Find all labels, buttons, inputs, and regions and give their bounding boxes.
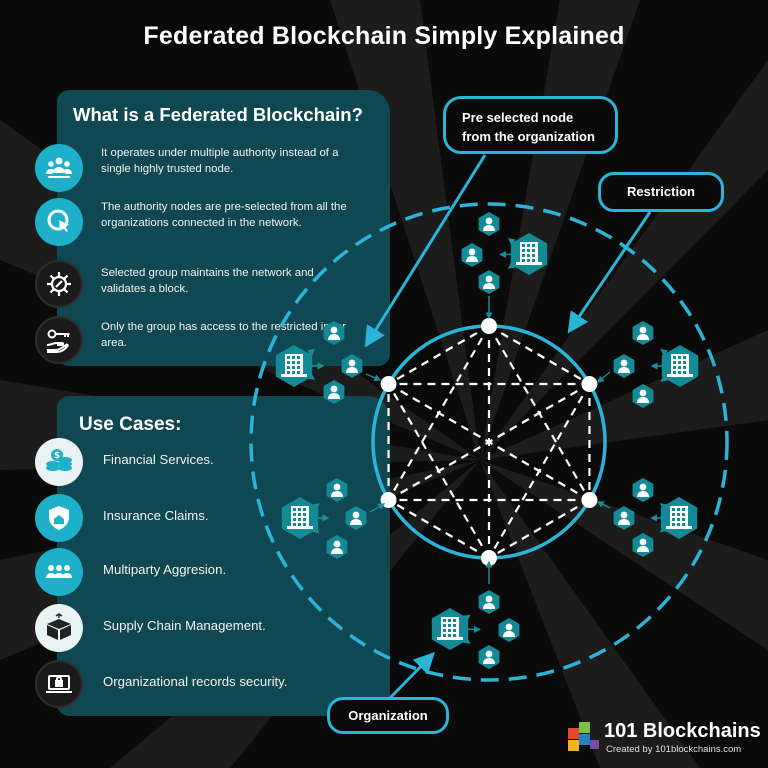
use-cases-panel: Use Cases: $ Financial Services. Insuran… [35,396,390,716]
callout-line: Pre selected node [462,110,574,125]
pointer-tap-icon [35,198,83,246]
info-item: The authority nodes are pre-selected fro… [35,198,375,248]
pre-selected-pointer-arrow [364,154,487,348]
member-node-icon [613,506,635,530]
member-node-icon [613,354,635,378]
people-group-icon [35,548,83,596]
organization-building-icon [281,497,319,539]
authority-node [481,550,497,566]
organization-pointer-arrow [388,651,435,700]
laptop-lock-icon [35,660,83,708]
organizations [275,212,699,669]
use-case-text: Multiparty Aggresion. [103,562,227,577]
info-item: It operates under multiple authority ins… [35,144,375,194]
member-node-icon [326,478,348,502]
member-node-icon [632,321,654,345]
info-text: Selected group maintains the network and… [101,267,314,295]
authority-node [380,376,397,392]
restriction-pointer-arrow [567,211,652,334]
use-case-item: Multiparty Aggresion. [35,548,375,596]
pre-selected-node-callout: Pre selected node from the organization [443,96,618,154]
info-text: Only the group has access to the restric… [101,321,347,349]
org-link-arrow [365,373,382,382]
use-case-item: Organizational records security. [35,660,375,708]
authority-node [481,318,497,334]
what-is-panel: What is a Federated Blockchain? It opera… [35,90,390,366]
organization-building-icon [431,608,469,650]
member-node-icon [323,321,345,345]
brand-name: 101 Blockchains [604,720,761,742]
org-link-arrow [596,501,611,509]
info-item: Selected group maintains the network and… [35,260,375,310]
what-is-heading: What is a Federated Blockchain? [73,104,363,125]
member-node-icon [478,590,500,614]
callout-line: from the organization [462,129,595,144]
organization-building-icon [661,345,699,387]
use-case-item: Supply Chain Management. [35,604,375,652]
info-text: The authority nodes are pre-selected fro… [101,201,347,229]
use-case-text: Supply Chain Management. [103,618,266,633]
member-node-icon [323,380,345,404]
use-case-item: $ Financial Services. [35,438,375,486]
info-item: Only the group has access to the restric… [35,316,375,366]
use-case-text: Insurance Claims. [103,508,209,523]
mesh-link [488,325,591,385]
member-node-icon [478,645,500,669]
use-case-item: Insurance Claims. [35,494,375,542]
member-node-icon [341,354,363,378]
mesh-link [387,383,591,501]
use-cases-heading: Use Cases: [79,414,182,435]
member-node-icon [632,478,654,502]
mesh-link [387,383,490,559]
member-node-icon [498,618,520,642]
organization-building-icon [660,497,698,539]
mesh-link [387,325,490,385]
member-node-icon [326,535,348,559]
gear-tools-icon [35,260,83,308]
restriction-callout: Restriction [598,172,724,212]
key-hand-icon [35,316,83,364]
org-link-arrow [369,503,386,513]
box-icon [35,604,83,652]
outer-network-boundary [249,202,729,682]
member-node-icon [478,212,500,236]
member-node-icon [632,533,654,557]
organization-building-icon [510,233,548,275]
authority-mesh [380,318,598,566]
coins-icon: $ [35,438,83,486]
use-case-text: Financial Services. [103,452,214,467]
use-case-text: Organizational records security. [103,674,288,689]
group-network-icon [35,144,83,192]
mesh-link [488,499,591,559]
member-node-icon [345,506,367,530]
authority-node [380,492,397,508]
cube-logo-icon [568,722,599,751]
member-node-icon [461,243,483,267]
info-text: It operates under multiple authority ins… [101,147,339,175]
brand-logo: 101 Blockchains Created by 101blockchain… [566,718,766,762]
member-node-icon [478,270,500,294]
org-link-arrow [596,371,611,383]
organization-callout: Organization [327,697,449,734]
svg-text:$: $ [54,451,60,461]
authority-node [581,376,598,392]
shield-home-icon [35,494,83,542]
authority-node [581,492,598,508]
page-title: Federated Blockchain Simply Explained [143,22,625,50]
mesh-link [387,499,490,559]
member-node-icon [632,384,654,408]
organization-building-icon [275,345,313,387]
brand-subtitle: Created by 101blockchains.com [606,744,742,755]
